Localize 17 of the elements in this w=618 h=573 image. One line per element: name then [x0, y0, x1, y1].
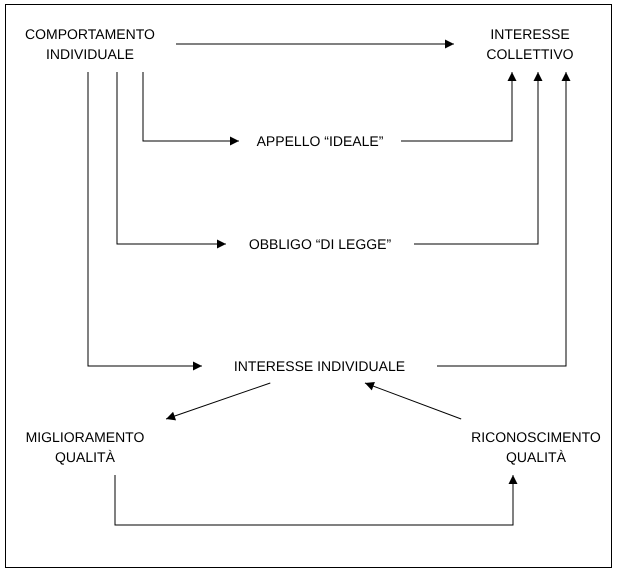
node-label: OBBLIGO “DI LEGGE” [248, 235, 392, 254]
arrow [114, 474, 518, 526]
arrow [166, 382, 271, 420]
node-label: APPELLO “IDEALE” [256, 132, 384, 151]
node-label: COMPORTAMENTO INDIVIDUALE [24, 25, 156, 64]
node-label: INTERESSE COLLETTIVO [485, 25, 575, 64]
node-label: MIGLIORAMENTO QUALITÀ [24, 428, 146, 467]
node-label: RICONOSCIMENTO QUALITÀ [470, 428, 602, 467]
arrow [116, 72, 226, 248]
arrow [364, 382, 462, 420]
arrow [400, 72, 516, 142]
arrow [414, 72, 542, 244]
arrow [142, 72, 240, 146]
arrow [436, 72, 570, 366]
arrow [88, 72, 202, 370]
node-label: INTERESSE INDIVIDUALE [234, 357, 406, 376]
arrow [176, 40, 454, 48]
